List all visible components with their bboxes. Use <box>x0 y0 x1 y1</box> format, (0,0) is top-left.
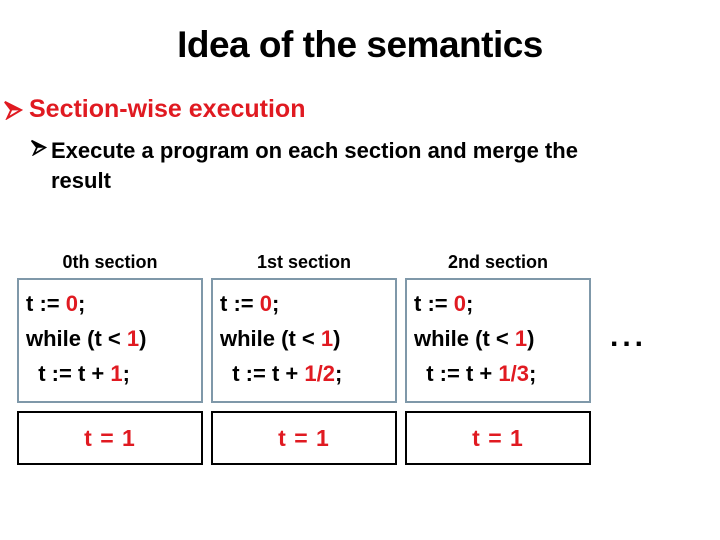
code-value: 0 <box>259 291 272 316</box>
code-text: while (t < <box>26 326 127 351</box>
code-text: ; <box>122 361 130 386</box>
code-line: t := t + 1/3; <box>414 356 589 391</box>
code-value: 1 <box>110 361 123 386</box>
code-text: while (t < <box>220 326 321 351</box>
code-text: t := t + <box>26 361 111 386</box>
code-value: 1 <box>514 326 528 351</box>
ellipsis: ... <box>610 320 648 353</box>
bullet-execute-label: Execute a program on each section and me… <box>51 138 578 194</box>
page-title: Idea of the semantics <box>177 24 543 65</box>
code-value: 1/3 <box>498 361 529 386</box>
result-value: t = 1 <box>472 424 524 451</box>
code-text: ; <box>334 361 343 386</box>
result-box: t = 1 <box>17 411 203 465</box>
section-column-0: 0th section t := 0; while (t < 1) t := t… <box>17 250 203 465</box>
code-line: while (t < 1) <box>26 321 201 356</box>
code-text: ; <box>271 291 280 316</box>
bullet-section-wise: Section-wise execution <box>3 95 306 124</box>
section-column-2: 2nd section t := 0; while (t < 1) t := t… <box>405 250 591 465</box>
code-text: ) <box>139 326 147 351</box>
result-value: t = 1 <box>84 424 136 451</box>
code-value: 1 <box>320 326 334 351</box>
code-text: ; <box>528 361 537 386</box>
code-box: t := 0; while (t < 1) t := t + 1; <box>17 278 203 403</box>
code-value: 0 <box>453 291 466 316</box>
arrowhead-right-icon <box>30 139 47 156</box>
code-line: t := 0; <box>220 286 395 321</box>
result-box: t = 1 <box>211 411 397 465</box>
code-text: ) <box>527 326 535 351</box>
sections-row: 0th section t := 0; while (t < 1) t := t… <box>17 250 591 465</box>
code-text: t := <box>26 291 66 316</box>
section-label: 0th section <box>62 252 158 272</box>
code-value: 1/2 <box>304 361 335 386</box>
code-text: t := t + <box>414 361 499 386</box>
code-text: ; <box>465 291 474 316</box>
code-line: while (t < 1) <box>414 321 589 356</box>
code-text: t := t + <box>220 361 305 386</box>
code-line: while (t < 1) <box>220 321 395 356</box>
code-text: t := <box>414 291 454 316</box>
result-value: t = 1 <box>278 424 330 451</box>
result-box: t = 1 <box>405 411 591 465</box>
code-text: ) <box>333 326 341 351</box>
code-text: t := <box>220 291 260 316</box>
section-column-1: 1st section t := 0; while (t < 1) t := t… <box>211 250 397 465</box>
arrowhead-right-icon <box>4 100 23 120</box>
bullet-execute: Execute a program on each section and me… <box>30 136 578 197</box>
code-line: t := 0; <box>414 286 589 321</box>
code-value: 1 <box>126 326 140 351</box>
code-text: ; <box>77 291 86 316</box>
code-value: 0 <box>65 291 78 316</box>
code-line: t := t + 1; <box>26 356 201 391</box>
code-box: t := 0; while (t < 1) t := t + 1/3; <box>405 278 591 403</box>
code-text: while (t < <box>414 326 515 351</box>
code-line: t := t + 1/2; <box>220 356 395 391</box>
bullet-section-wise-label: Section-wise execution <box>29 95 306 123</box>
section-label: 2nd section <box>447 252 549 272</box>
code-box: t := 0; while (t < 1) t := t + 1/2; <box>211 278 397 403</box>
section-label: 1st section <box>256 252 352 272</box>
code-line: t := 0; <box>26 286 201 321</box>
